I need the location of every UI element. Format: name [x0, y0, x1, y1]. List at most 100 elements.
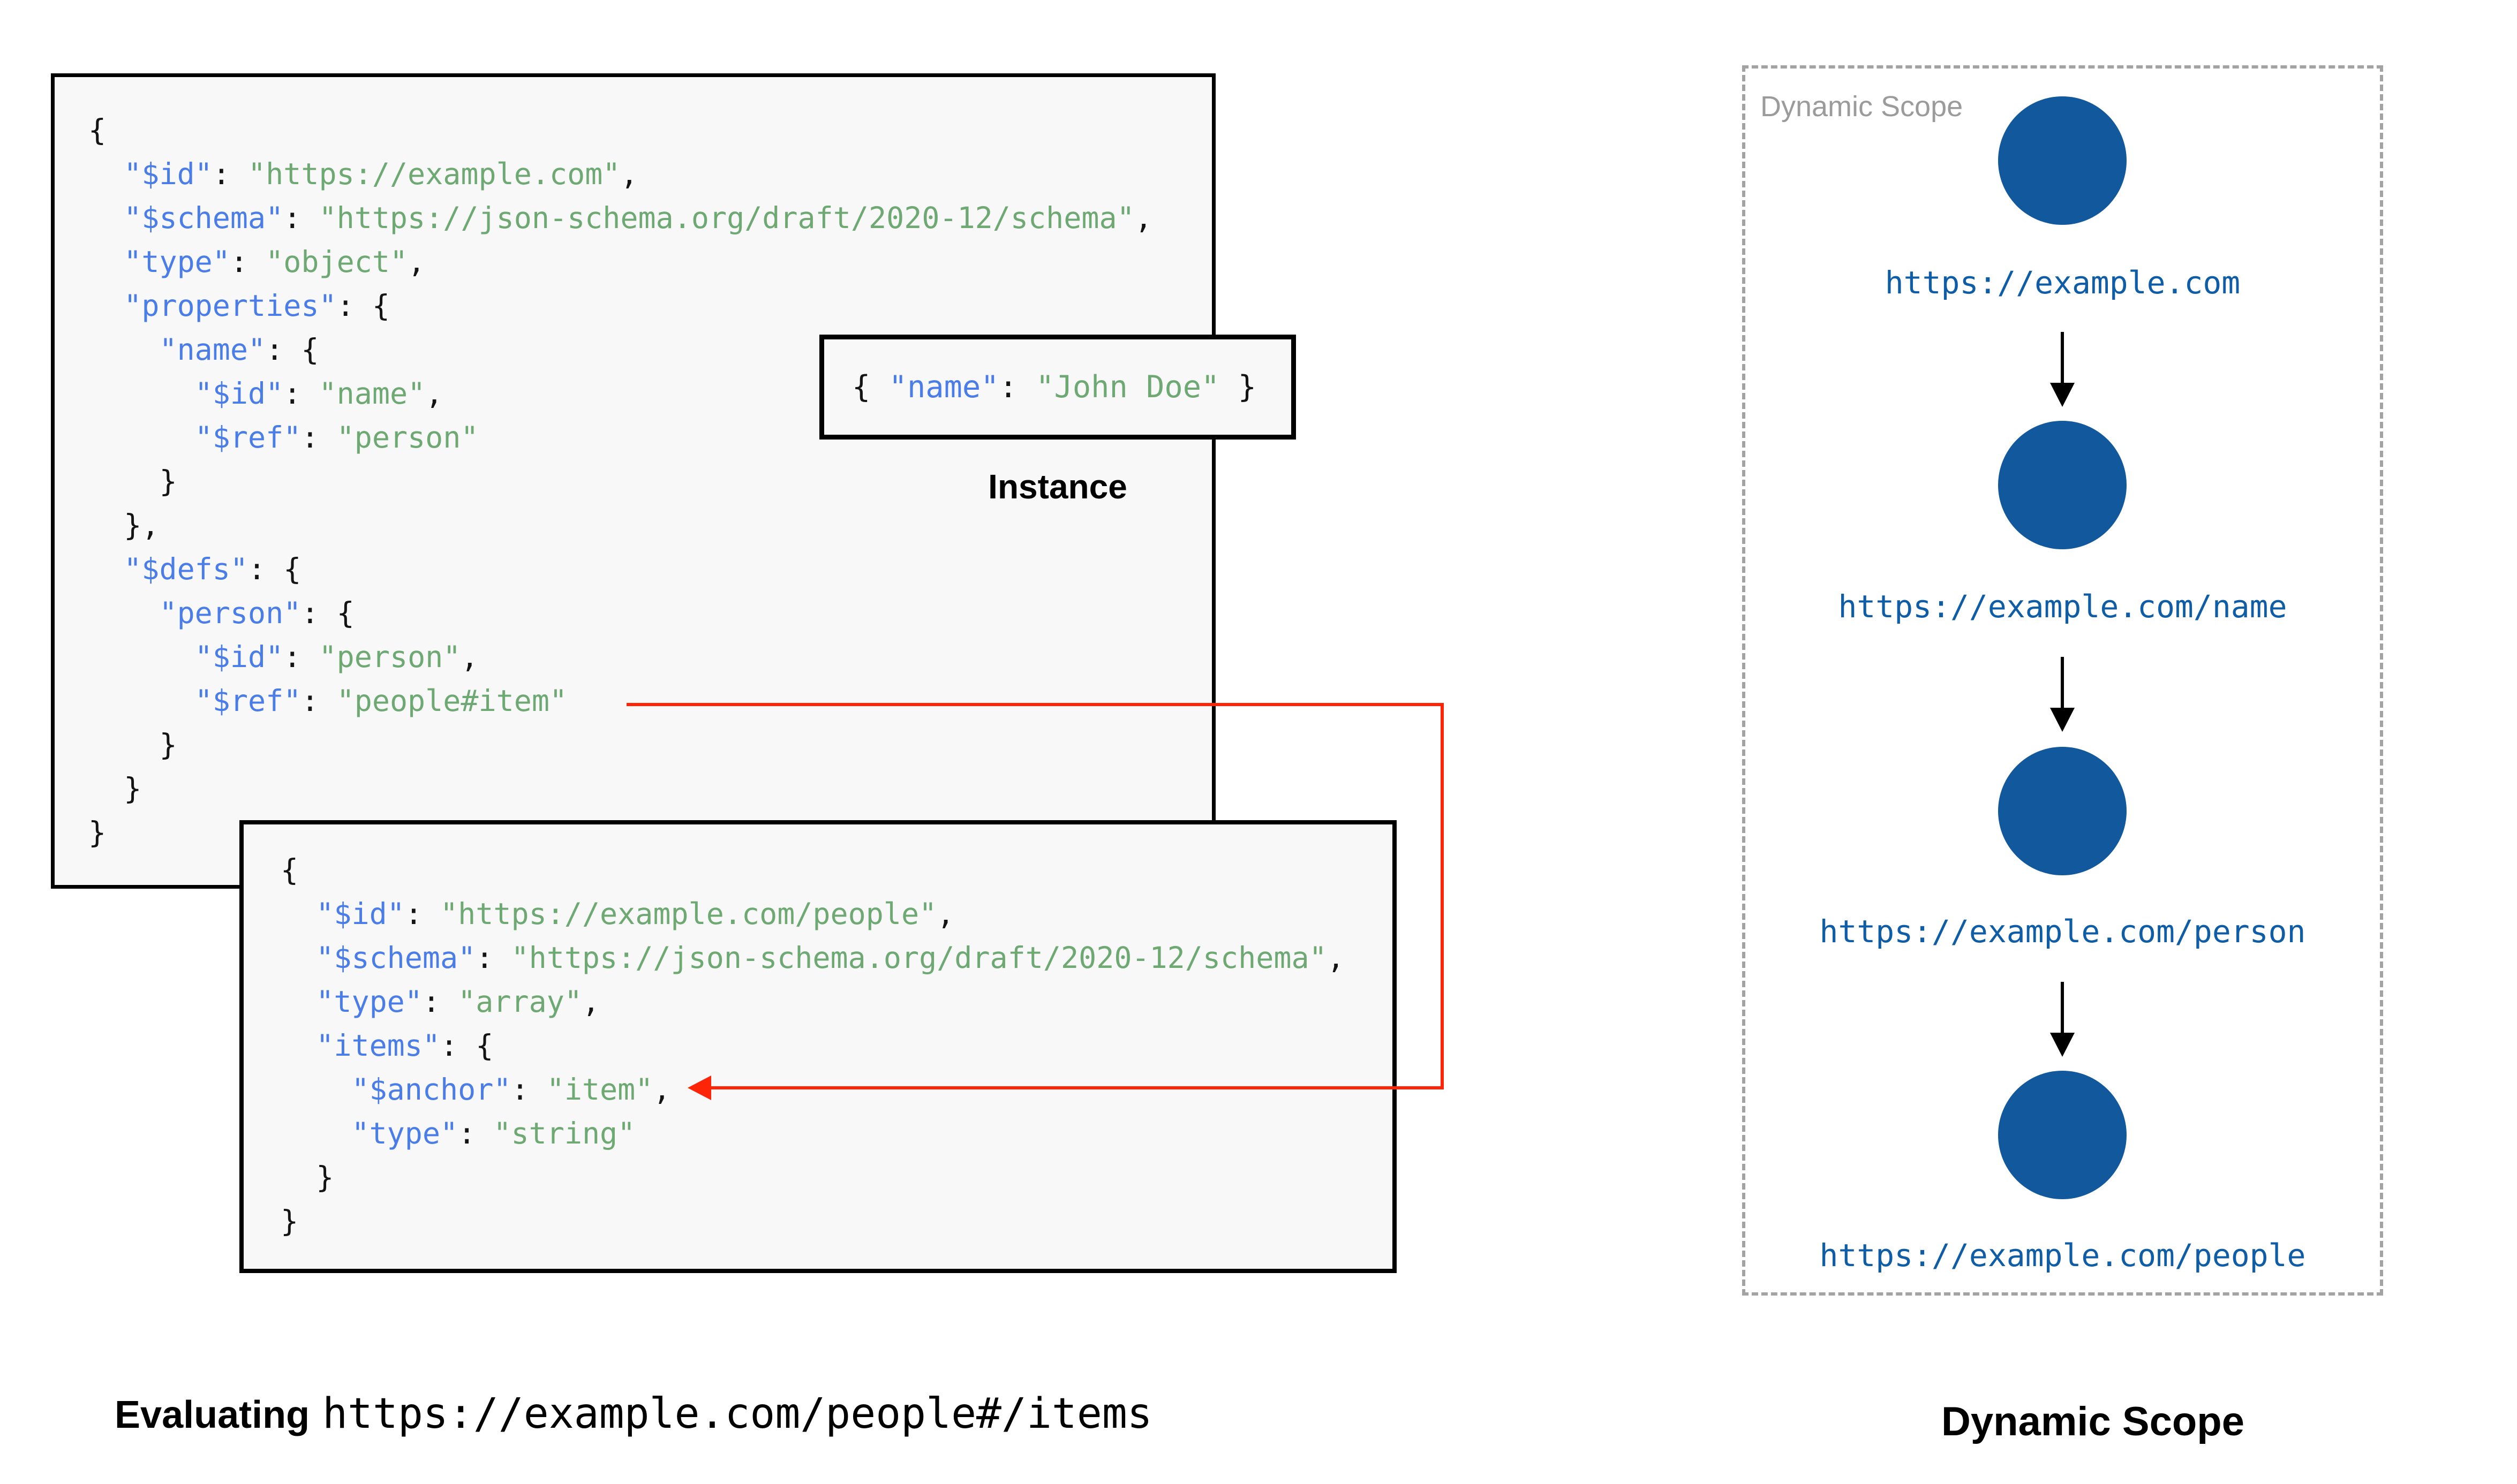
code-punct-token: , — [582, 985, 600, 1019]
evaluating-caption: Evaluating https://example.com/people#/i… — [115, 1390, 1152, 1438]
schema-box-root: { "$id": "https://example.com", "$schema… — [51, 73, 1216, 889]
code-line: "type": "string" — [281, 1111, 1345, 1155]
down-arrow-icon — [2061, 657, 2064, 708]
ref-connector-line-top — [627, 703, 1444, 706]
code-line: "properties": { — [88, 284, 1152, 328]
code-string-token: "https://json-schema.org/draft/2020-12/s… — [319, 201, 1135, 235]
code-punct-token: : — [458, 1116, 494, 1150]
code-key-token: "$schema" — [316, 941, 476, 975]
schema-box-people: { "$id": "https://example.com/people", "… — [239, 820, 1397, 1273]
code-line: } — [88, 459, 1152, 503]
scope-node-url: https://example.com — [1885, 264, 2241, 301]
scope-node-circle — [1998, 421, 2127, 549]
code-key-token: "name" — [888, 369, 999, 405]
code-punct-token: : — [212, 157, 248, 191]
code-punct-token: , — [620, 157, 638, 191]
code-punct-token — [281, 1116, 351, 1150]
code-punct-token: } — [88, 728, 177, 762]
code-line: "$anchor": "item", — [281, 1067, 1345, 1111]
down-arrowhead-icon — [2050, 708, 2075, 732]
code-key-token: "properties" — [124, 289, 337, 323]
code-line: "items": { — [281, 1024, 1345, 1067]
code-key-token: "$schema" — [124, 201, 284, 235]
code-punct-token — [88, 420, 195, 455]
code-punct-token — [88, 552, 124, 586]
dynamic-scope-panel — [1742, 65, 2383, 1296]
code-punct-token: : { — [336, 289, 390, 323]
code-key-token: "$ref" — [194, 420, 302, 455]
code-string-token: "John Doe" — [1036, 369, 1220, 405]
code-punct-token: } — [281, 1160, 334, 1194]
code-punct-token: : — [301, 420, 337, 455]
code-line: "$schema": "https://json-schema.org/draf… — [281, 936, 1345, 980]
code-punct-token — [88, 376, 195, 411]
code-line: } — [281, 1155, 1345, 1199]
code-key-token: "type" — [351, 1116, 458, 1150]
code-string-token: "array" — [458, 985, 582, 1019]
code-punct-token: : { — [440, 1028, 494, 1063]
code-punct-token — [88, 332, 159, 367]
code-punct-token: , — [1327, 941, 1345, 975]
code-line: { — [88, 108, 1152, 152]
code-line: } — [88, 811, 1152, 854]
code-line: "$schema": "https://json-schema.org/draf… — [88, 196, 1152, 240]
code-line: "$defs": { — [88, 547, 1152, 591]
code-punct-token: { — [88, 113, 107, 147]
code-key-token: "$id" — [316, 897, 405, 931]
code-punct-token: } — [88, 771, 142, 806]
code-punct-token: }, — [88, 508, 160, 542]
schema-root-code: { "$id": "https://example.com", "$schema… — [88, 108, 1152, 854]
code-key-token: "person" — [159, 596, 302, 630]
code-punct-token: : — [301, 684, 337, 718]
ref-connector-line-bottom — [710, 1086, 1444, 1089]
code-string-token: "string" — [493, 1116, 636, 1150]
code-punct-token: : { — [248, 552, 302, 586]
code-string-token: "name" — [319, 376, 426, 411]
code-line: { — [281, 848, 1345, 892]
code-punct-token: , — [461, 640, 479, 674]
code-line: "$id": "person", — [88, 635, 1152, 679]
scope-node-circle — [1998, 1071, 2127, 1199]
code-punct-token: : — [999, 369, 1036, 405]
code-key-token: "$id" — [124, 157, 213, 191]
code-punct-token — [281, 897, 316, 931]
code-punct-token — [88, 157, 124, 191]
code-punct-token — [88, 596, 159, 630]
code-punct-token: : — [283, 640, 319, 674]
code-punct-token: : — [283, 376, 319, 411]
code-key-token: "$defs" — [124, 552, 248, 586]
code-line: "$ref": "people#item" — [88, 679, 1152, 723]
code-punct-token: , — [653, 1072, 671, 1107]
ref-connector-line-vertical — [1441, 703, 1444, 1089]
code-line: "$id": "https://example.com/people", — [281, 892, 1345, 936]
code-punct-token — [88, 640, 195, 674]
code-punct-token: } — [88, 815, 107, 850]
scope-node-circle — [1998, 96, 2127, 225]
code-key-token: "name" — [159, 332, 266, 367]
down-arrowhead-icon — [2050, 383, 2075, 407]
code-punct-token — [88, 201, 124, 235]
down-arrow-icon — [2061, 332, 2064, 383]
code-string-token: "https://example.com" — [248, 157, 621, 191]
code-punct-token: : — [422, 985, 458, 1019]
code-punct-token: : — [511, 1072, 547, 1107]
code-punct-token — [281, 941, 316, 975]
code-key-token: "type" — [316, 985, 423, 1019]
code-punct-token: , — [425, 376, 443, 411]
evaluating-caption-prefix: Evaluating — [115, 1394, 310, 1436]
code-key-token: "$anchor" — [351, 1072, 511, 1107]
code-key-token: "type" — [124, 245, 230, 279]
code-punct-token: , — [937, 897, 955, 931]
code-punct-token: , — [1134, 201, 1152, 235]
scope-node-url: https://example.com/people — [1819, 1237, 2306, 1274]
code-punct-token: : — [230, 245, 266, 279]
instance-box: { "name": "John Doe" } — [819, 335, 1296, 440]
code-key-token: "items" — [316, 1028, 441, 1063]
dynamic-scope-panel-label: Dynamic Scope — [1760, 90, 1963, 123]
code-line: "type": "array", — [281, 980, 1345, 1024]
evaluating-caption-url: https://example.com/people#/items — [322, 1390, 1152, 1438]
scope-node-url: https://example.com/name — [1838, 588, 2287, 625]
code-punct-token: : { — [266, 332, 319, 367]
code-key-token: "$id" — [194, 376, 284, 411]
code-punct-token: : — [283, 201, 319, 235]
